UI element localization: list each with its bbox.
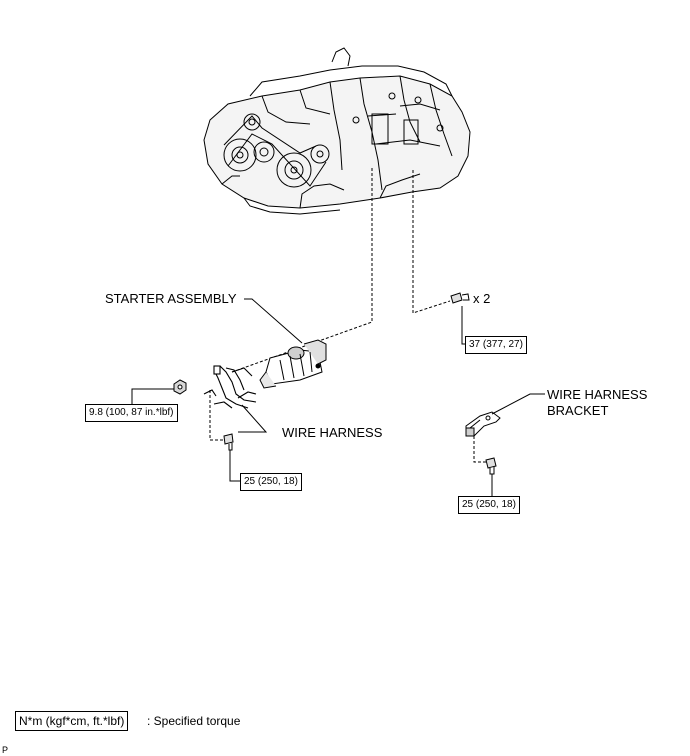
wire-harness-leader [238, 404, 268, 433]
bolt-alignment-line [412, 170, 451, 314]
bolt-count-label: x 2 [473, 291, 491, 306]
nut-icon [173, 379, 187, 395]
bolt-icon [450, 292, 470, 304]
nut-torque-leader [131, 388, 174, 404]
harness-bolt-icon [223, 433, 234, 451]
corner-mark: P [2, 745, 9, 755]
torque-terminal-nut: 9.8 (100, 87 in.*lbf) [85, 404, 178, 422]
alignment-lines [209, 168, 488, 463]
starter-assembly-label: STARTER ASSEMBLY [105, 291, 237, 306]
harness-bolt-alignment-line [209, 390, 224, 441]
starter-alignment-line [231, 168, 373, 373]
bracket-leader [491, 393, 545, 415]
torque-harness-bolt: 25 (250, 18) [240, 473, 302, 491]
starter-icon [259, 339, 327, 389]
torque-bracket-bolt: 25 (250, 18) [458, 496, 520, 514]
wire-harness-label: WIRE HARNESS [282, 425, 383, 440]
bracket-bolt-icon [485, 457, 497, 475]
bracket-label-line1: WIRE HARNESS [547, 387, 648, 402]
legend-torque-box: N*m (kgf*cm, ft.*lbf) [15, 711, 129, 731]
bracket-bolt-alignment-line [473, 436, 488, 463]
legend-description: : Specified torque [147, 714, 241, 728]
bracket-label-line2: BRACKET [547, 403, 609, 418]
engine-illustration [203, 47, 471, 215]
wire-harness-icon [203, 365, 257, 409]
harness-bolt-torque-leader [229, 450, 240, 482]
bolt-torque-leader [461, 306, 465, 345]
callout-leaders [131, 298, 545, 496]
torque-starter-bolts: 37 (377, 27) [465, 336, 527, 354]
starter-leader [244, 298, 303, 344]
bracket-icon [465, 411, 501, 437]
